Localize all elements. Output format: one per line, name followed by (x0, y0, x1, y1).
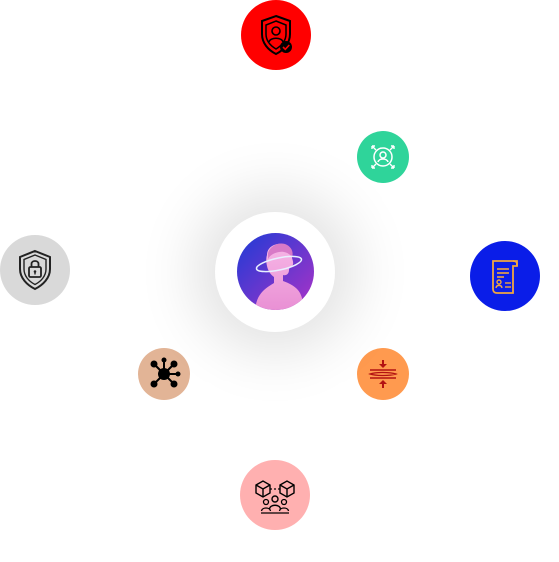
network-hub-icon (150, 357, 181, 388)
center-avatar[interactable] (235, 231, 316, 312)
network-hub-node[interactable] (138, 348, 190, 400)
shield-lock-icon (19, 249, 51, 291)
shield-lock-node[interactable] (0, 235, 70, 305)
security-user-node[interactable] (241, 0, 311, 70)
user-expand-icon (371, 145, 395, 169)
boxes-people-node[interactable] (240, 460, 310, 530)
id-document-node[interactable] (470, 241, 540, 311)
shield-user-check-icon (261, 14, 292, 56)
id-document-icon (492, 260, 518, 294)
classical-bust-avatar (237, 233, 314, 310)
boxes-people-icon (255, 480, 295, 514)
user-expand-node[interactable] (357, 131, 409, 183)
compress-arrows-icon (368, 360, 398, 388)
compress-node[interactable] (357, 348, 409, 400)
